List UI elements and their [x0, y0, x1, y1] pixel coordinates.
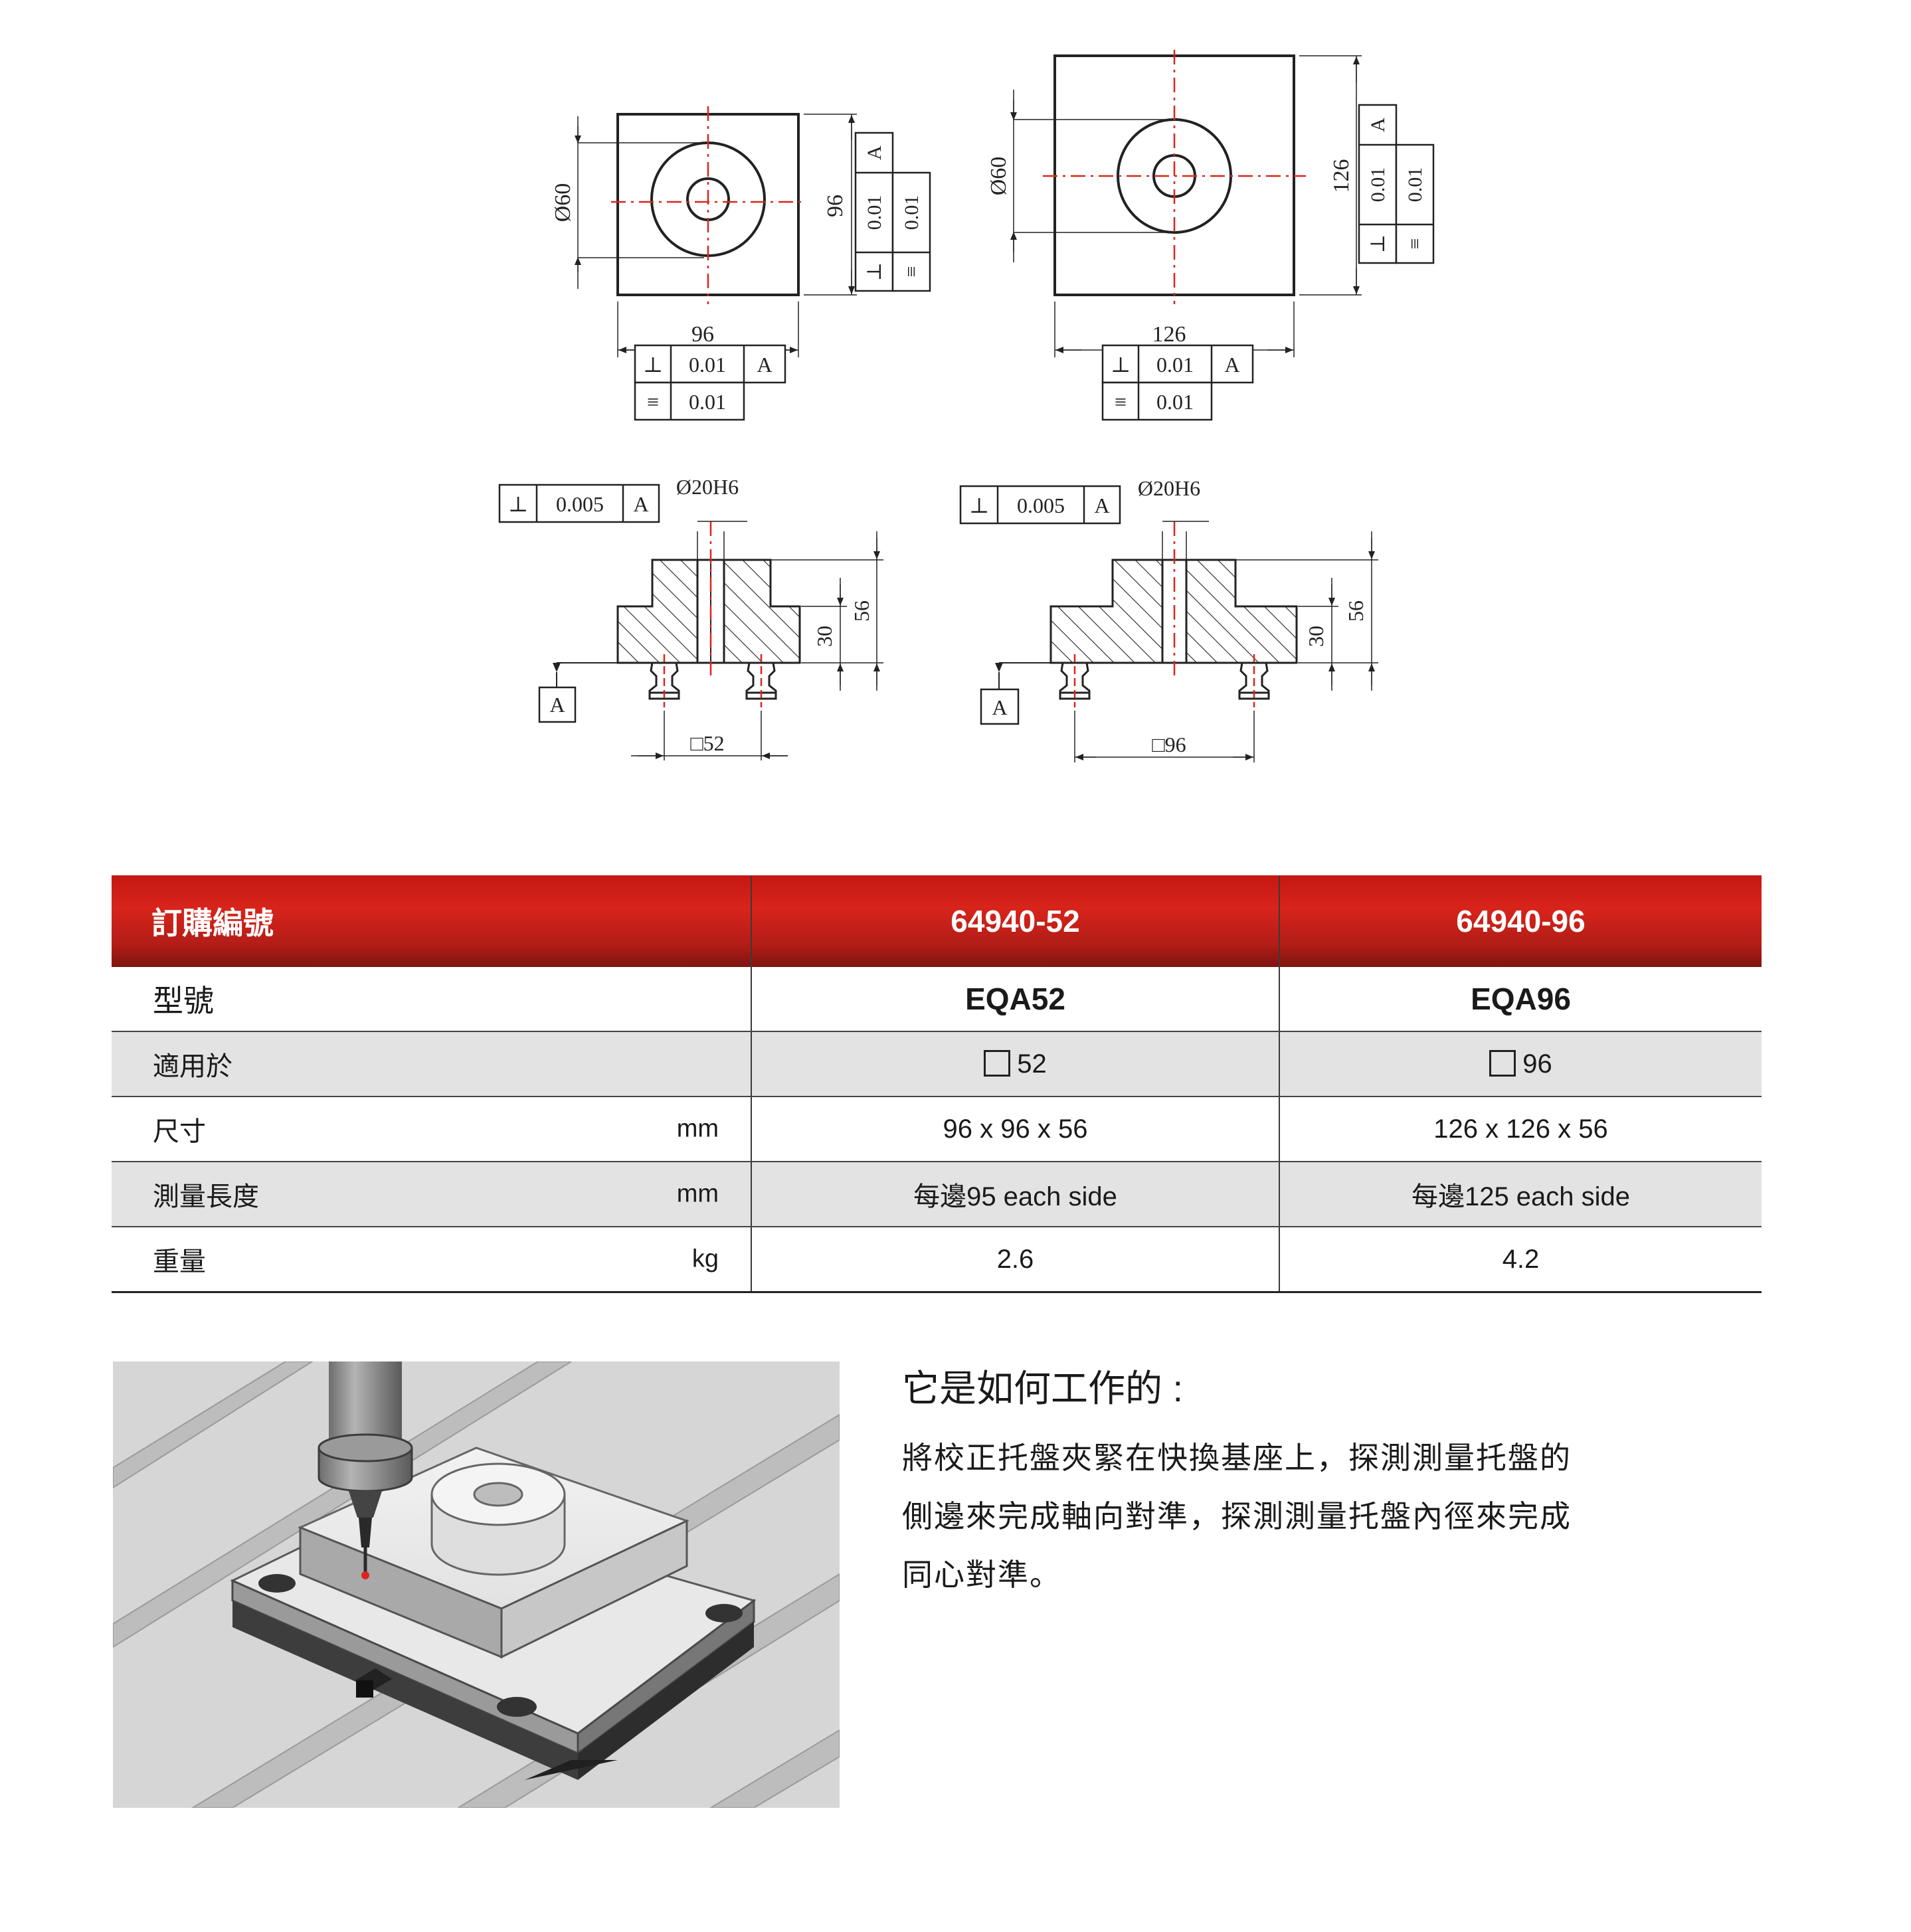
plan-view-96 [1010, 50, 1362, 357]
row-label: 尺寸 [153, 1117, 206, 1146]
cell-value: EQA96 [1279, 967, 1762, 1032]
how-line: 側邊來完成軸向對準，探測測量托盤內徑來完成 [902, 1499, 1572, 1534]
tol-value: 0.01 [1404, 167, 1426, 203]
perpendicularity-icon: ⊥ [969, 493, 989, 517]
how-title: 它是如何工作的 : [902, 1367, 1184, 1409]
side-h-label: 96 [691, 322, 714, 347]
cell-value: 2.6 [751, 1227, 1280, 1293]
cell-value: 每邊95 each side [751, 1162, 1280, 1227]
row-unit: kg [691, 1245, 719, 1273]
tol-value: 0.01 [1367, 167, 1389, 203]
table-row: 適用於 52 96 [112, 1031, 1762, 1097]
square-icon [984, 1049, 1011, 1077]
table-row: 尺寸 mm 96 x 96 x 56 126 x 126 x 56 [112, 1097, 1762, 1162]
order-number-col2: 64940-96 [1279, 875, 1762, 967]
tol-value: 0.01 [1156, 353, 1194, 377]
how-line: 將校正托盤夾緊在快換基座上，探測測量托盤的 [902, 1441, 1572, 1475]
tol-a-label: A [757, 353, 772, 377]
tol-value: 0.01 [689, 353, 726, 377]
table-row: 測量長度 mm 每邊95 each side 每邊125 each side [112, 1162, 1762, 1227]
cell-value: 96 [1522, 1049, 1552, 1079]
product-illustration [113, 1361, 840, 1808]
symmetry-icon: ≡ [1115, 390, 1127, 414]
table-row: 型號 EQA52 EQA96 [112, 967, 1762, 1032]
technical-drawing: Ø60 96 96 A 0.01 ⊥ 0.01 ≡ ⊥ 0.01 A ≡ 0.0… [478, 27, 1448, 790]
table-header-row: 訂購編號 64940-52 64940-96 [112, 875, 1762, 967]
height-30-label: 30 [812, 626, 836, 647]
bore-label: Ø20H6 [676, 475, 739, 499]
height-56-label: 56 [850, 600, 873, 622]
tol-a-label: A [633, 492, 648, 516]
perpendicularity-icon: ⊥ [1367, 234, 1389, 253]
dia-label: Ø60 [551, 183, 575, 222]
square-icon [1489, 1049, 1516, 1077]
how-line: 同心對準。 [902, 1557, 1061, 1592]
perpendicularity-icon: ⊥ [643, 353, 663, 377]
perpendicularity-icon: ⊥ [864, 262, 885, 281]
cell-value: 每邊125 each side [1279, 1162, 1762, 1227]
side-v-label: 96 [823, 195, 848, 217]
datum-label: A [549, 693, 565, 717]
perpendicularity-icon: ⊥ [1111, 353, 1131, 377]
height-30-label: 30 [1304, 626, 1328, 647]
order-number-col1: 64940-52 [751, 875, 1280, 967]
tol-value: 0.01 [689, 390, 726, 414]
symmetry-icon: ≡ [901, 266, 923, 278]
tol-value: 0.01 [901, 195, 923, 230]
cell-value: EQA52 [751, 967, 1280, 1032]
tol-a-label: A [1367, 118, 1389, 132]
bore-label: Ø20H6 [1138, 476, 1200, 500]
symmetry-icon: ≡ [647, 390, 659, 414]
row-unit: mm [676, 1114, 719, 1143]
tol-a-label: A [1224, 353, 1239, 377]
pitch-label: □52 [690, 731, 724, 755]
tol-value: 0.005 [556, 492, 604, 516]
height-56-label: 56 [1344, 600, 1368, 622]
tol-value: 0.01 [1156, 390, 1194, 414]
section-view-96 [959, 485, 1378, 762]
row-label: 測量長度 [153, 1182, 259, 1211]
tol-value: 0.01 [864, 195, 885, 230]
side-h-label: 126 [1152, 322, 1186, 347]
perpendicularity-icon: ⊥ [508, 492, 528, 516]
section-view-52 [498, 483, 883, 760]
row-label: 適用於 [153, 1052, 232, 1081]
tol-a-label: A [1094, 493, 1109, 517]
order-number-label: 訂購編號 [112, 875, 752, 967]
row-label: 重量 [153, 1247, 206, 1276]
cell-value: 52 [1017, 1049, 1047, 1079]
row-label: 型號 [153, 984, 214, 1018]
dia-label: Ø60 [986, 157, 1011, 196]
cell-value: 96 x 96 x 56 [751, 1097, 1280, 1162]
table-row: 重量 kg 2.6 4.2 [112, 1227, 1762, 1293]
how-it-works: 它是如何工作的 : 將校正托盤夾緊在快換基座上，探測測量托盤的 側邊來完成軸向對… [902, 1359, 1766, 1604]
row-unit: mm [676, 1180, 719, 1208]
cell-value: 126 x 126 x 56 [1279, 1097, 1762, 1162]
tol-value: 0.005 [1017, 493, 1065, 517]
symmetry-icon: ≡ [1404, 238, 1426, 250]
plan-view-52 [575, 106, 857, 357]
tol-a-label: A [864, 145, 885, 160]
datum-label: A [992, 695, 1007, 719]
cell-value: 4.2 [1279, 1227, 1762, 1293]
side-v-label: 126 [1329, 159, 1354, 193]
spec-table: 訂購編號 64940-52 64940-96 型號 EQA52 EQA96 適用… [112, 875, 1762, 1293]
pitch-label: □96 [1152, 733, 1186, 756]
